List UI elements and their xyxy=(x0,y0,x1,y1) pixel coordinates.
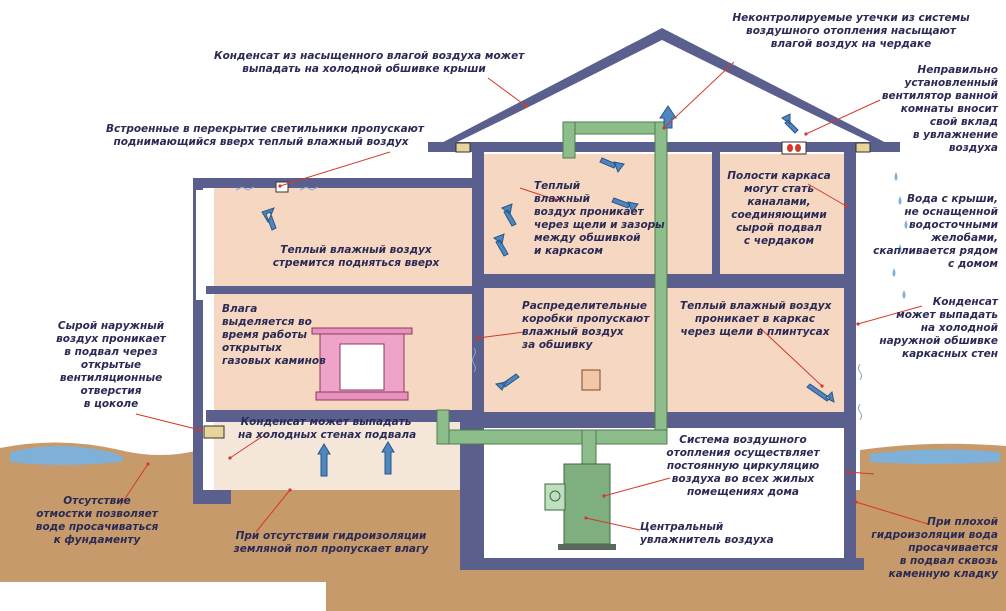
label-damp-outside: Сырой наружный воздух проникает в подвал… xyxy=(56,320,166,410)
label-attic-leaks: Неконтролируемые утечки из системы возду… xyxy=(732,12,970,50)
wall-outline-left xyxy=(196,190,206,300)
humidifier-icon xyxy=(544,463,616,550)
label-bath-fan: Неправильно установленный вентилятор ван… xyxy=(881,64,998,154)
puddle-right xyxy=(870,449,1000,464)
label-baseboard: Теплый влажный воздух проникает в каркас… xyxy=(680,300,832,338)
walls xyxy=(193,150,864,570)
basement-right xyxy=(484,428,844,558)
vent-fan-icon xyxy=(781,141,807,155)
label-fireplace-moisture: Влага выделяется во время работы открыты… xyxy=(222,303,326,367)
label-dist-boxes: Распределительные коробки пропускают вла… xyxy=(522,300,650,351)
white-corner xyxy=(0,582,326,611)
vent-left xyxy=(203,425,225,439)
ground-left xyxy=(0,442,200,611)
ground-right xyxy=(860,443,1006,611)
label-roof-condensate: Конденсат из насыщенного влагой воздуха … xyxy=(214,50,525,75)
label-basement-walls: Конденсат может выпадать на холодных сте… xyxy=(238,416,417,441)
label-earth-floor: При отсутствии гидроизоляции земляной по… xyxy=(233,530,429,555)
recessed-light-icon xyxy=(275,181,289,193)
label-warm-gaps: Теплый влажный воздух проникает через ще… xyxy=(534,180,665,257)
label-humidifier: Центральный увлажнитель воздуха xyxy=(640,521,774,546)
left-upper-room xyxy=(214,188,472,290)
right-upper-room-b xyxy=(720,154,844,274)
water-drop-icon xyxy=(892,172,908,299)
label-no-blind-area: Отсутствие отмостки позволяет воде проса… xyxy=(35,495,159,546)
arrow-icon xyxy=(261,105,835,477)
crawlspace-left xyxy=(214,422,472,490)
label-exterior-condensate: Конденсат может выпадать на холодной нар… xyxy=(879,296,998,360)
air-ducts xyxy=(436,121,668,471)
vent-attic-right xyxy=(855,142,871,153)
label-roof-water: Вода с крыши, не оснащенной водосточными… xyxy=(873,193,998,270)
label-frame-cavities: Полости каркаса могут стать каналами, со… xyxy=(727,170,831,247)
moisture-marks xyxy=(235,186,862,421)
label-poor-waterproofing: При плохой гидроизоляции вода просачивае… xyxy=(871,516,998,580)
right-upper-room-a xyxy=(484,154,712,274)
puddle-left xyxy=(10,446,124,465)
vent-attic-left xyxy=(455,142,471,153)
label-recessed-lights: Встроенные в перекрытие светильники проп… xyxy=(106,123,424,148)
label-heating-system: Система воздушного отопления осуществляе… xyxy=(666,434,820,498)
fireplace-icon xyxy=(311,327,413,401)
attic-space xyxy=(445,42,883,148)
leader-lines xyxy=(119,61,929,533)
label-warm-rises: Теплый влажный воздух стремится поднятьс… xyxy=(272,244,440,269)
chimney-stub xyxy=(581,369,601,391)
